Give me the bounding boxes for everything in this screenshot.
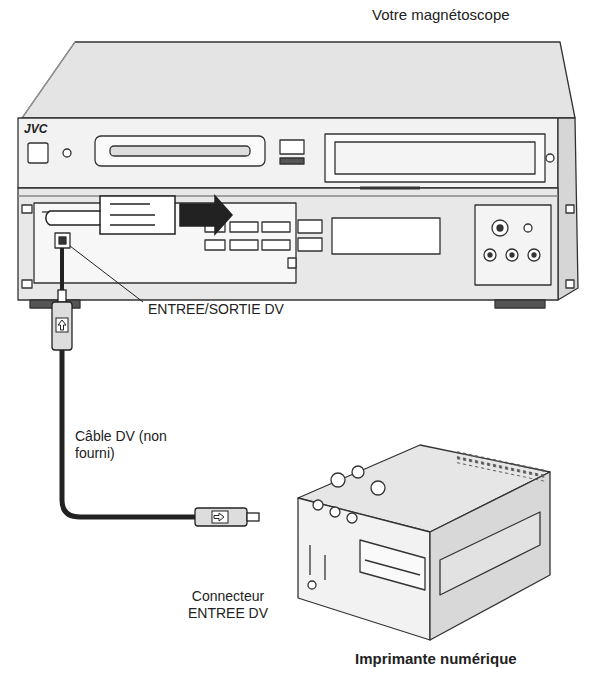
dv-cable (52, 248, 259, 526)
device-name: Votre magnétoscope (372, 6, 572, 24)
leader-line (70, 246, 143, 302)
vcr (18, 42, 578, 308)
printer (298, 445, 550, 640)
cable-name: Câble DV (non fourni) (75, 428, 180, 462)
brand-logo: JVC (24, 122, 64, 137)
device-name: Imprimante numérique (355, 650, 575, 668)
hand (46, 196, 232, 234)
port-name: ENTREE/SORTIE DV (148, 301, 318, 318)
connector-name: Connecteur ENTREE DV (168, 588, 288, 622)
